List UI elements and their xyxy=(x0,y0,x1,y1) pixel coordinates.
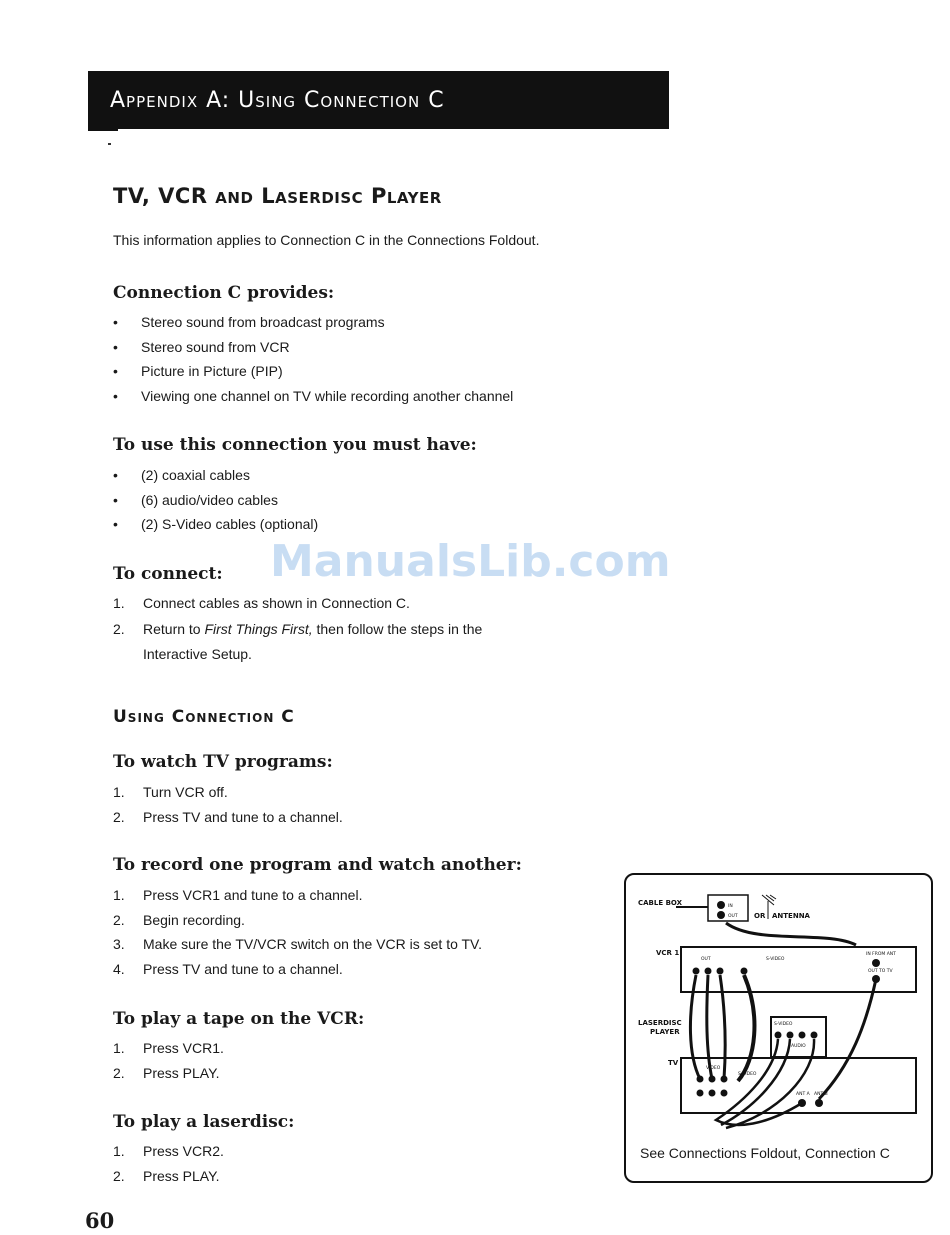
list-item: 1.Turn VCR off. xyxy=(113,784,228,801)
svg-text:OUT: OUT xyxy=(728,913,738,919)
appendix-title: Appendix A: Using Connection C xyxy=(110,87,445,113)
watch-tv-heading: To watch TV programs: xyxy=(113,752,333,772)
appendix-header: Appendix A: Using Connection C xyxy=(88,71,669,129)
list-item: •(6) audio/video cables xyxy=(113,491,278,508)
list-item: 2.Return to First Things First, then fol… xyxy=(113,620,483,637)
watch-tv-list: 1.Turn VCR off. 2.Press TV and tune to a… xyxy=(113,780,343,829)
page-number: 60 xyxy=(85,1208,115,1233)
svg-text:VIDEO: VIDEO xyxy=(706,1065,721,1071)
list-item: •(2) coaxial cables xyxy=(113,467,250,484)
bullet-icon: • xyxy=(113,387,118,404)
list-item: 1.Press VCR1 and tune to a channel. xyxy=(113,887,363,904)
list-item: 2.Press TV and tune to a channel. xyxy=(113,808,343,825)
list-item: 1.Press VCR1. xyxy=(113,1040,224,1057)
svg-text:IN FROM ANT: IN FROM ANT xyxy=(866,951,896,957)
svg-text:IN: IN xyxy=(728,903,733,909)
section-title: TV, VCR and Laserdisc Player xyxy=(113,184,442,208)
play-tape-list: 1.Press VCR1. 2.Press PLAY. xyxy=(113,1036,224,1085)
connect-list: 1.Connect cables as shown in Connection … xyxy=(113,591,482,666)
connector-icon xyxy=(717,901,725,909)
bullet-icon: • xyxy=(113,516,118,533)
connection-diagram: CABLE BOX IN OUT OR ANTENNA VCR 1 OUT S-… xyxy=(624,873,933,1183)
provides-list: •Stereo sound from broadcast programs •S… xyxy=(113,310,513,408)
list-item: 2.Press PLAY. xyxy=(113,1064,220,1081)
decorative-mark xyxy=(108,143,111,145)
list-item: •Stereo sound from VCR xyxy=(113,338,290,355)
svg-text:S-VIDEO: S-VIDEO xyxy=(766,956,785,962)
must-have-list: •(2) coaxial cables •(6) audio/video cab… xyxy=(113,463,318,537)
header-underline xyxy=(88,129,118,131)
svg-text:S-VIDEO: S-VIDEO xyxy=(774,1021,793,1027)
or-label: OR xyxy=(754,912,766,920)
connection-diagram-svg: CABLE BOX IN OUT OR ANTENNA VCR 1 OUT S-… xyxy=(638,894,917,1130)
play-laserdisc-list: 1.Press VCR2. 2.Press PLAY. xyxy=(113,1139,224,1188)
list-item: 3.Make sure the TV/VCR switch on the VCR… xyxy=(113,936,482,953)
bullet-icon: • xyxy=(113,363,118,380)
provides-heading: Connection C provides: xyxy=(113,283,335,303)
coaxial-cable xyxy=(725,921,857,947)
list-item: •Viewing one channel on TV while recordi… xyxy=(113,387,514,404)
list-item: Interactive Setup. xyxy=(143,645,252,662)
play-tape-heading: To play a tape on the VCR: xyxy=(113,1009,365,1029)
list-item: •Picture in Picture (PIP) xyxy=(113,363,283,380)
bullet-icon: • xyxy=(113,491,118,508)
figure-caption: See Connections Foldout, Connection C xyxy=(640,1145,890,1161)
svg-text:OUT: OUT xyxy=(701,956,711,962)
svg-text:S-VIDEO: S-VIDEO xyxy=(738,1071,757,1077)
bullet-icon: • xyxy=(113,338,118,355)
list-item: 1.Press VCR2. xyxy=(113,1143,224,1160)
list-item: 2.Press PLAY. xyxy=(113,1167,220,1184)
record-list: 1.Press VCR1 and tune to a channel. 2.Be… xyxy=(113,883,482,981)
connector-icon xyxy=(717,911,725,919)
bullet-icon: • xyxy=(113,314,118,331)
bullet-icon: • xyxy=(113,467,118,484)
antenna-label: ANTENNA xyxy=(772,912,811,920)
vcr1-label: VCR 1 xyxy=(656,949,679,957)
cable-box-label: CABLE BOX xyxy=(638,899,683,907)
intro-text: This information applies to Connection C… xyxy=(113,232,540,248)
player-label: PLAYER xyxy=(650,1028,680,1036)
play-laserdisc-heading: To play a laserdisc: xyxy=(113,1112,295,1132)
svg-text:AUDIO: AUDIO xyxy=(791,1043,806,1049)
list-item: 2.Begin recording. xyxy=(113,911,245,928)
using-heading: Using Connection C xyxy=(113,707,295,727)
list-item: •Stereo sound from broadcast programs xyxy=(113,314,385,331)
svg-text:ANT B: ANT B xyxy=(814,1091,828,1097)
antenna-icon xyxy=(761,894,777,906)
tv-label: TV xyxy=(668,1059,679,1067)
laserdisc-label: LASERDISC xyxy=(638,1019,682,1027)
record-heading: To record one program and watch another: xyxy=(113,855,522,875)
cable-box-shape xyxy=(707,894,749,922)
list-item: 4.Press TV and tune to a channel. xyxy=(113,960,343,977)
watermark: ManualsLib.com xyxy=(270,536,671,587)
svg-text:ANT A: ANT A xyxy=(796,1091,811,1097)
must-have-heading: To use this connection you must have: xyxy=(113,435,477,455)
connect-heading: To connect: xyxy=(113,564,223,584)
svg-text:OUT TO TV: OUT TO TV xyxy=(868,968,893,974)
list-item: 1.Connect cables as shown in Connection … xyxy=(113,595,410,612)
list-item: •(2) S-Video cables (optional) xyxy=(113,516,319,533)
